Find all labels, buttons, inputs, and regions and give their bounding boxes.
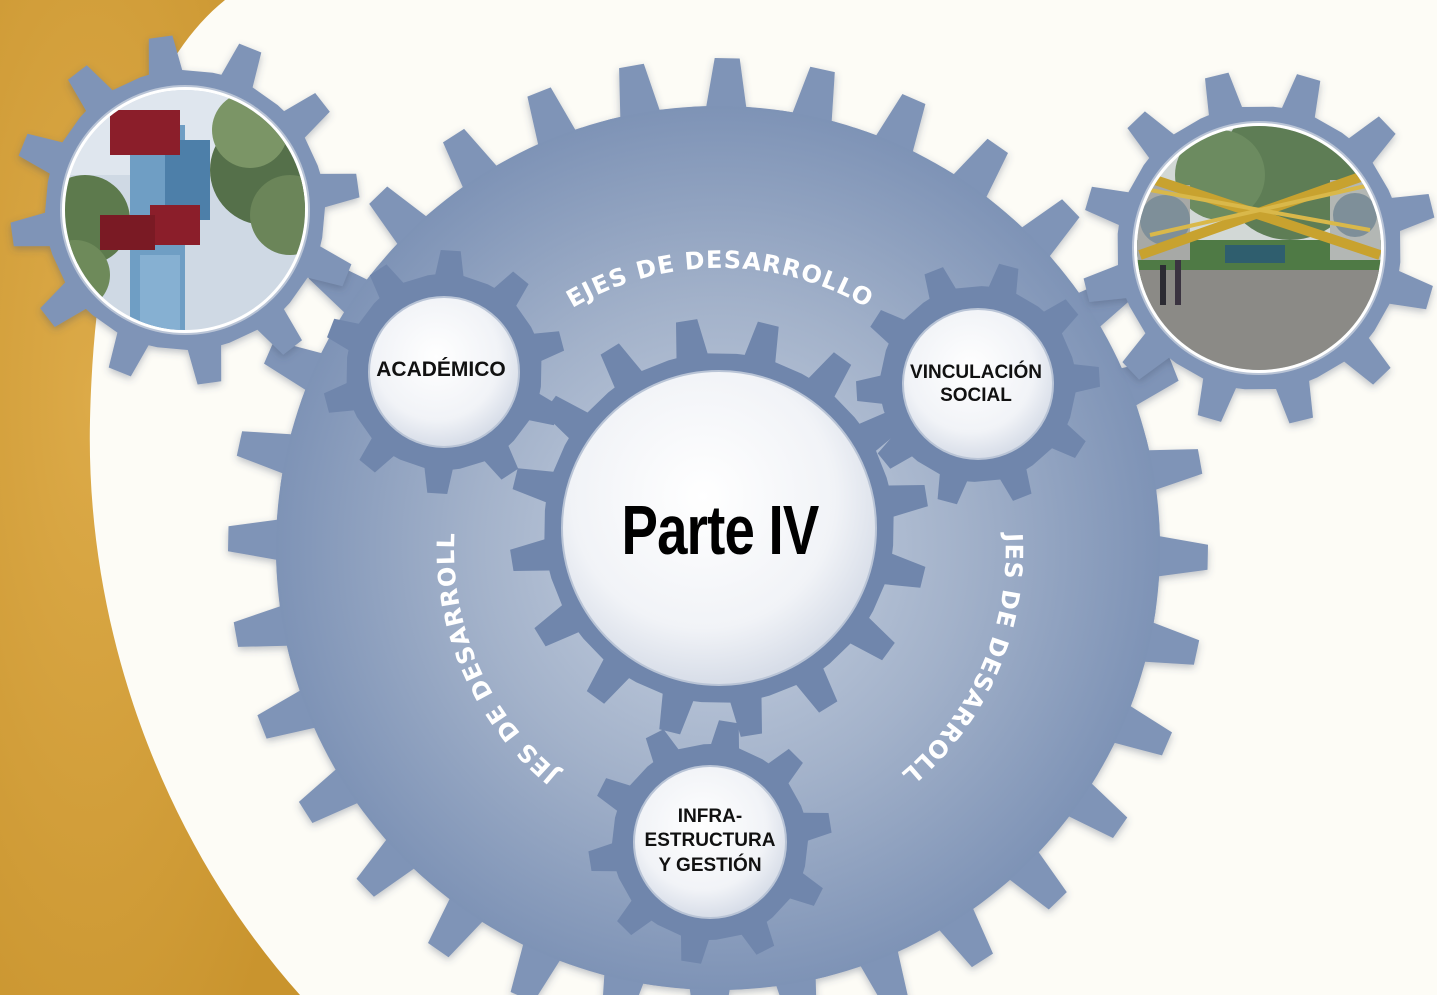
gear-infraestructura xyxy=(588,720,832,964)
vinculacion-line-1: VINCULACIÓN xyxy=(910,362,1042,383)
label-academico: ACADÉMICO xyxy=(366,357,516,382)
gear-vin-hub xyxy=(902,308,1054,460)
gear-center-hub xyxy=(561,370,877,686)
label-infraestructura: INFRA- ESTRUCTURA Y GESTIÓN xyxy=(630,805,790,878)
infra-line-3: Y GESTIÓN xyxy=(658,854,762,876)
gear-academico xyxy=(323,250,565,494)
infra-line-1: INFRA- xyxy=(677,806,743,827)
center-gear xyxy=(510,319,928,737)
gear-infra-hub xyxy=(633,765,787,919)
gear-vinculacion xyxy=(856,263,1100,505)
gear-aca-hub xyxy=(368,296,520,448)
infra-line-2: ESTRUCTURA xyxy=(644,830,776,852)
vinculacion-line-2: SOCIAL xyxy=(940,384,1012,406)
academico-text: ACADÉMICO xyxy=(376,358,506,381)
label-vinculacion: VINCULACIÓN SOCIAL xyxy=(896,362,1056,408)
center-title: Parte IV xyxy=(621,491,819,569)
